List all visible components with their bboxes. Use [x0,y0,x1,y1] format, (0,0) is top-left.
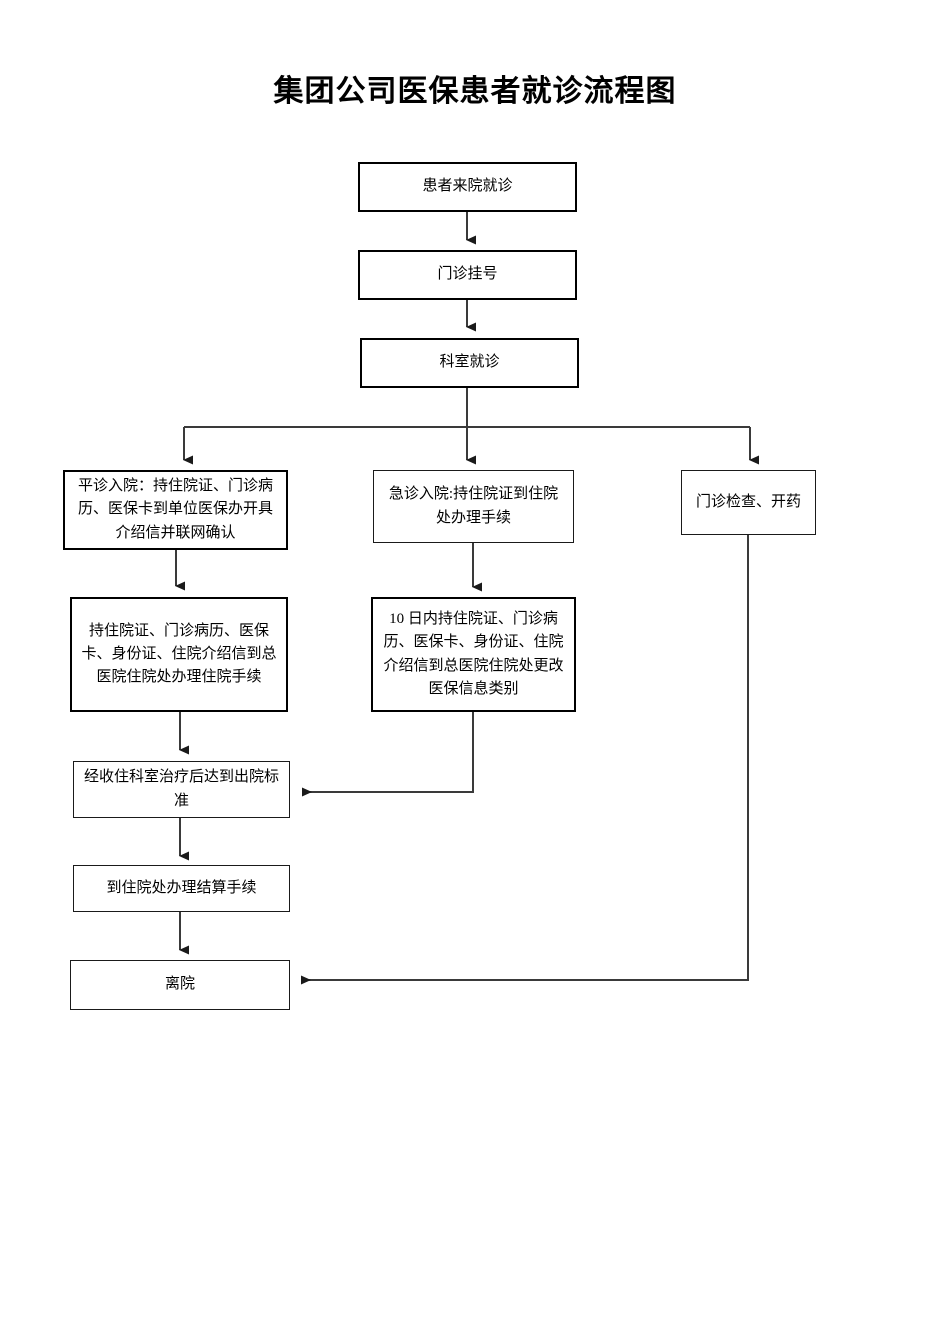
node-elective-admission[interactable]: 平诊入院：持住院证、门诊病历、医保卡到单位医保办开具介绍信并联网确认 [63,470,288,550]
node-label: 患者来院就诊 [422,178,513,195]
node-patient-arrival[interactable]: 患者来院就诊 [358,162,577,212]
node-emergency-admission[interactable]: 急诊入院:持住院证到住院处办理手续 [373,470,574,543]
node-label: 门诊检查、开药 [695,493,801,510]
node-label: 持住院证、门诊病历、医保卡、身份证、住院介绍信到总医院住院处办理住院手续 [81,622,277,686]
node-outpatient-registration[interactable]: 门诊挂号 [358,250,577,300]
edge-n6-n11 [301,535,749,985]
edge-n8-n9 [302,712,474,797]
node-outpatient-exam-medicine[interactable]: 门诊检查、开药 [681,470,816,535]
node-change-insurance-info[interactable]: 10 日内持住院证、门诊病历、医保卡、身份证、住院介绍信到总医院住院处更改医保信… [371,597,576,712]
node-label: 10 日内持住院证、门诊病历、医保卡、身份证、住院介绍信到总医院住院处更改医保信… [383,611,564,697]
node-department-visit[interactable]: 科室就诊 [360,338,579,388]
node-settlement-procedures[interactable]: 到住院处办理结算手续 [73,865,290,912]
node-label: 到住院处办理结算手续 [106,879,257,896]
node-admission-procedures[interactable]: 持住院证、门诊病历、医保卡、身份证、住院介绍信到总医院住院处办理住院手续 [70,597,288,712]
node-label: 科室就诊 [439,354,500,371]
node-leave-hospital[interactable]: 离院 [70,960,290,1010]
node-label: 离院 [164,976,195,993]
node-discharge-criteria[interactable]: 经收住科室治疗后达到出院标准 [73,761,290,818]
node-label: 平诊入院：持住院证、门诊病历、医保卡到单位医保办开具介绍信并联网确认 [77,478,273,541]
node-label: 急诊入院:持住院证到住院处办理手续 [388,486,559,526]
node-label: 经收住科室治疗后达到出院标准 [83,769,279,809]
page-title: 集团公司医保患者就诊流程图 [273,75,677,108]
node-label: 门诊挂号 [437,266,498,283]
